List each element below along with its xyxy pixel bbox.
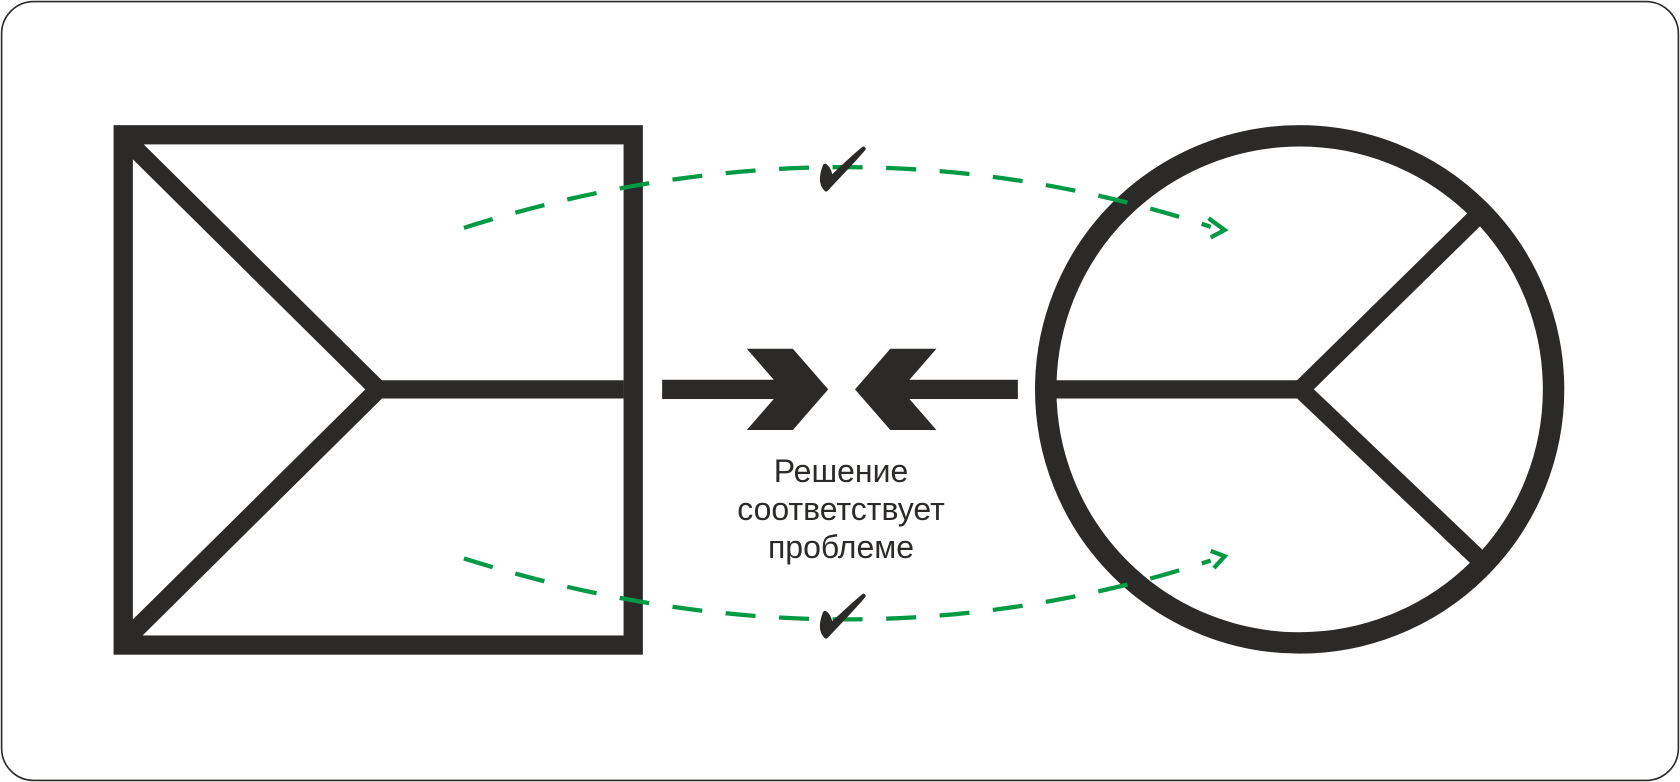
caption: Решение соответствует проблеме bbox=[641, 452, 1041, 566]
caption-line: соответствует bbox=[737, 491, 945, 527]
right-arrow-shaft bbox=[891, 379, 1018, 400]
converging-arrows bbox=[662, 348, 1018, 431]
solution-circle bbox=[1035, 125, 1565, 654]
checkmark-icon bbox=[819, 593, 866, 639]
caption-line: Решение bbox=[773, 453, 909, 489]
left-arrow-shaft bbox=[662, 379, 791, 400]
right-chevron-icon bbox=[746, 348, 829, 431]
left-chevron-icon bbox=[855, 348, 937, 431]
problem-square bbox=[113, 125, 643, 655]
caption-line: проблеме bbox=[767, 529, 915, 565]
checkmark-icon bbox=[819, 146, 866, 192]
